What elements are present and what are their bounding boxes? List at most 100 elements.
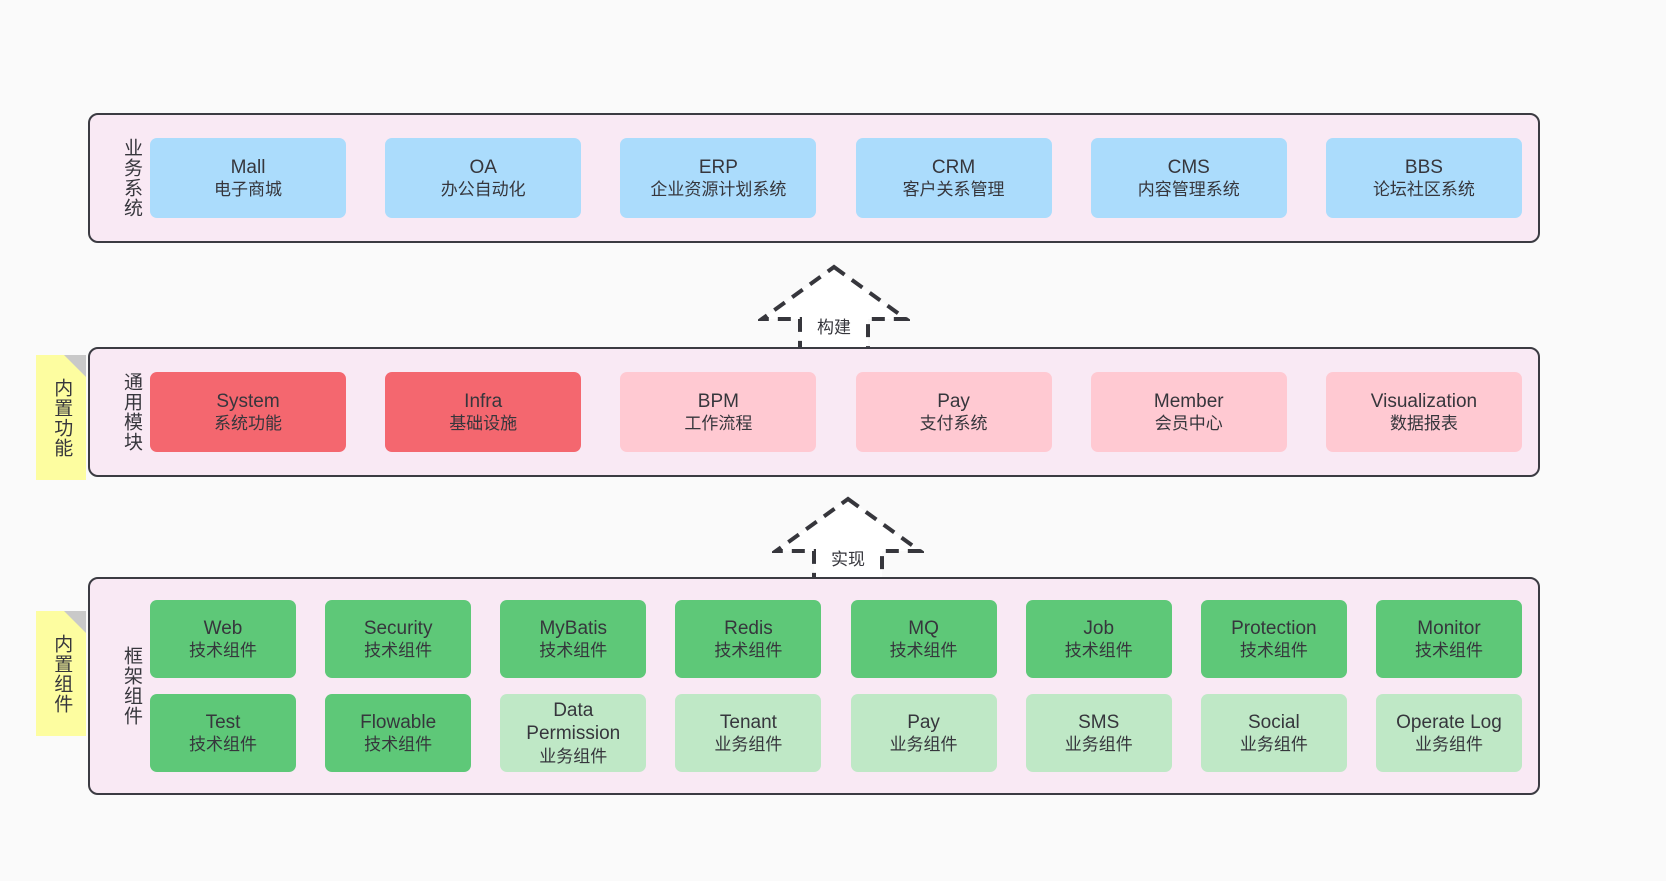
connector-implement-label: 实现 [831,550,865,569]
card-subtitle: 客户关系管理 [902,180,1005,200]
card-subtitle: 技术组件 [889,641,958,661]
card-subtitle: 技术组件 [364,641,433,661]
framework-card-grid: Web 技术组件 Security 技术组件 MyBatis 技术组件 Redi… [142,579,1538,793]
card-flowable[interactable]: Flowable 技术组件 [325,694,472,772]
card-pay-component[interactable]: Pay 业务组件 [850,694,997,772]
card-subtitle: 业务组件 [1064,735,1133,755]
card-subtitle: 电子商城 [214,180,282,200]
card-mq[interactable]: MQ 技术组件 [850,600,997,678]
card-subtitle: 技术组件 [539,641,608,661]
card-cms[interactable]: CMS 内容管理系统 [1090,138,1287,218]
layer-common-modules: 通用模块 System 系统功能 Infra 基础设施 BPM 工作流程 Pay… [88,347,1540,477]
card-title: Pay [907,711,940,733]
card-subtitle: 论坛社区系统 [1372,180,1475,200]
note-label: 内置组件 [51,633,73,714]
card-erp[interactable]: ERP 企业资源计划系统 [620,138,817,218]
module-card-list: System 系统功能 Infra 基础设施 BPM 工作流程 Pay 支付系统… [142,349,1538,475]
card-title: Security [363,617,433,639]
card-subtitle: 工作流程 [684,414,753,434]
card-subtitle: 业务组件 [889,735,958,755]
card-crm[interactable]: CRM 客户关系管理 [855,138,1052,218]
card-mybatis[interactable]: MyBatis 技术组件 [500,600,647,678]
card-title: Pay [937,390,970,412]
card-tenant[interactable]: Tenant 业务组件 [675,694,822,772]
card-subtitle: 技术组件 [189,735,257,755]
card-subtitle: 业务组件 [539,747,608,766]
card-subtitle: 基础设施 [449,414,518,434]
card-data-permission[interactable]: Data Permission 业务组件 [500,694,647,772]
card-title: Test [205,711,241,733]
card-member[interactable]: Member 会员中心 [1090,372,1287,452]
card-subtitle: 技术组件 [189,641,257,661]
card-title: Operate Log [1396,711,1502,733]
card-title: Web [203,617,243,639]
card-subtitle: 企业资源计划系统 [650,180,787,200]
note-builtin-components: 内置组件 [36,611,86,736]
card-subtitle: 技术组件 [1414,641,1483,661]
card-title: Visualization [1370,390,1478,412]
card-subtitle: 业务组件 [1239,735,1308,755]
card-title: CRM [931,156,976,178]
card-title: Redis [724,617,773,639]
card-title: Member [1153,390,1224,412]
card-redis[interactable]: Redis 技术组件 [675,600,822,678]
card-monitor[interactable]: Monitor 技术组件 [1375,600,1522,678]
card-infra[interactable]: Infra 基础设施 [385,372,582,452]
card-bpm[interactable]: BPM 工作流程 [620,372,817,452]
layer-label-framework: 框架组件 [121,646,142,726]
card-title: MQ [908,617,939,639]
card-mall[interactable]: Mall 电子商城 [150,138,346,218]
card-sms[interactable]: SMS 业务组件 [1025,694,1172,772]
card-title: BPM [697,390,739,412]
framework-row-business: Test 技术组件 Flowable 技术组件 Data Permission … [150,694,1522,772]
connector-build-label: 构建 [817,318,851,337]
business-card-list: Mall 电子商城 OA 办公自动化 ERP 企业资源计划系统 CRM 客户关系… [142,115,1538,241]
card-subtitle: 业务组件 [1414,735,1483,755]
card-protection[interactable]: Protection 技术组件 [1200,600,1347,678]
card-title: OA [469,156,497,178]
card-subtitle: 支付系统 [919,414,988,434]
card-job[interactable]: Job 技术组件 [1025,600,1172,678]
card-security[interactable]: Security 技术组件 [325,600,472,678]
card-subtitle: 办公自动化 [440,180,526,200]
card-title: ERP [698,156,738,178]
card-title: CMS [1167,156,1210,178]
layer-business-systems: 业务系统 Mall 电子商城 OA 办公自动化 ERP 企业资源计划系统 CRM… [88,113,1540,243]
card-title: Job [1083,617,1115,639]
card-title: Tenant [719,711,777,733]
note-label: 内置功能 [51,377,73,458]
card-title: Flowable [360,711,437,733]
layer-label-modules: 通用模块 [121,372,142,452]
card-subtitle: 技术组件 [1239,641,1308,661]
card-subtitle: 数据报表 [1389,414,1458,434]
card-subtitle: 技术组件 [1064,641,1133,661]
card-operate-log[interactable]: Operate Log 业务组件 [1375,694,1522,772]
card-social[interactable]: Social 业务组件 [1200,694,1347,772]
card-title: SMS [1078,711,1120,733]
card-web[interactable]: Web 技术组件 [150,600,296,678]
card-title: Mall [230,156,266,178]
card-subtitle: 技术组件 [364,735,433,755]
card-subtitle: 技术组件 [714,641,783,661]
card-oa[interactable]: OA 办公自动化 [385,138,582,218]
note-fold-corner [64,611,86,633]
card-title: Data Permission [526,699,621,745]
card-system[interactable]: System 系统功能 [150,372,346,452]
card-title: MyBatis [539,617,608,639]
card-subtitle: 会员中心 [1154,414,1223,434]
note-builtin-features: 内置功能 [36,355,86,480]
connector-build: 构建 [758,263,910,353]
card-title: System [216,390,280,412]
card-visualization[interactable]: Visualization 数据报表 [1325,372,1522,452]
card-title: Protection [1231,617,1317,639]
connector-implement: 实现 [772,495,924,585]
card-subtitle: 业务组件 [714,735,783,755]
card-title: Monitor [1417,617,1481,639]
card-bbs[interactable]: BBS 论坛社区系统 [1325,138,1522,218]
card-test[interactable]: Test 技术组件 [150,694,296,772]
note-fold-corner [64,355,86,377]
layer-label-business: 业务系统 [121,138,142,218]
layer-framework-components: 框架组件 Web 技术组件 Security 技术组件 MyBatis 技术组件… [88,577,1540,795]
card-pay-module[interactable]: Pay 支付系统 [855,372,1052,452]
